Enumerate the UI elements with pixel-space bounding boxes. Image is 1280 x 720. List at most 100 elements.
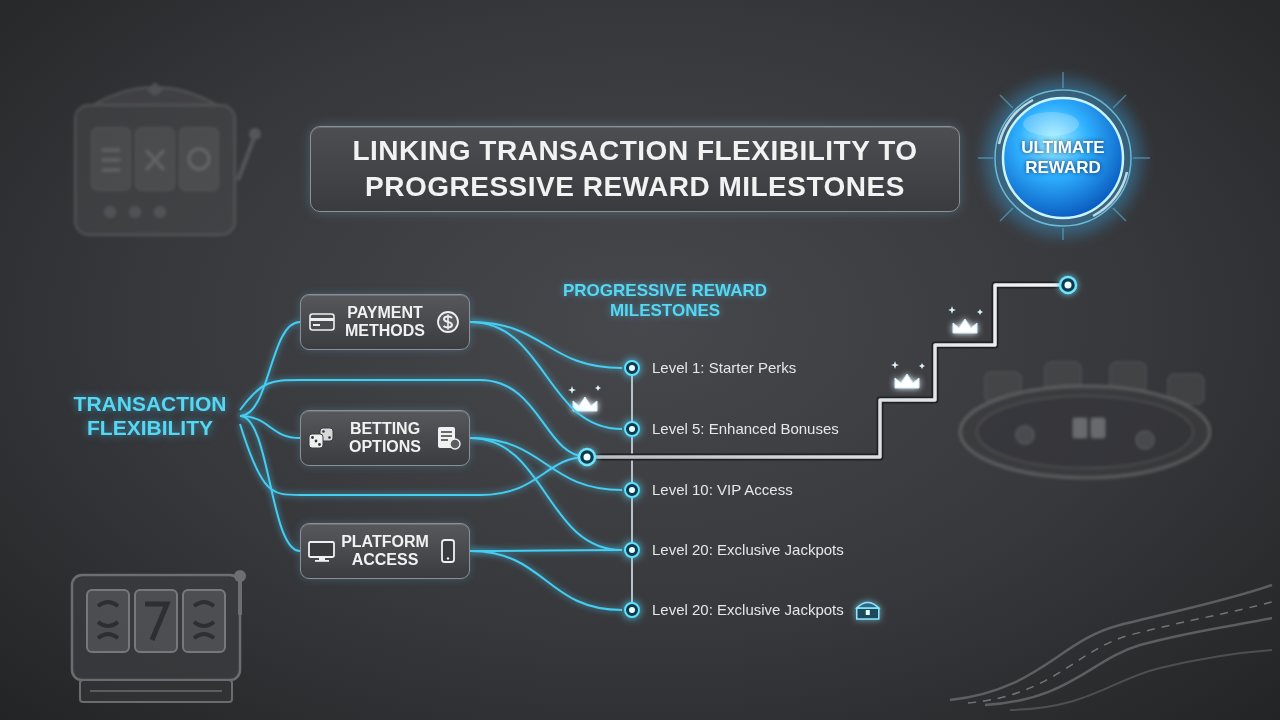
- flow-connector: [240, 322, 300, 416]
- decor-rect: [319, 557, 325, 560]
- decor-rect: [87, 590, 129, 652]
- orb-ring: [995, 90, 1131, 226]
- orb-halo: [985, 80, 1141, 236]
- dot-ring: [625, 361, 639, 375]
- node-text: Level 10: VIP Access: [652, 481, 793, 499]
- goal-circle: ULTIMATE REWARD: [1001, 96, 1125, 220]
- dot-core: [629, 487, 635, 493]
- decor-rect: [1073, 418, 1087, 438]
- decor-path: [857, 608, 879, 619]
- decor-rect: [310, 318, 334, 321]
- milestone-dot: [622, 480, 642, 500]
- decor-circle: [234, 570, 246, 582]
- decor-circle: [322, 430, 325, 433]
- flow-connector: [240, 416, 300, 551]
- decor-line: [447, 315, 449, 330]
- dot-core: [629, 547, 635, 553]
- node-text: ULTIMATE REWARD: [1011, 138, 1115, 177]
- decor-line: [238, 580, 242, 615]
- decor-g: [240, 322, 622, 610]
- decor-line: [441, 435, 452, 437]
- milestone-item: Level 10: VIP Access: [622, 479, 793, 501]
- decor-rect: [442, 540, 454, 562]
- decor-path: [146, 150, 164, 170]
- decor-rect: [75, 105, 235, 235]
- orb-body: [1003, 98, 1123, 218]
- milestone-item: Level 1: Starter Perks: [622, 357, 796, 379]
- decor-path: [568, 386, 576, 394]
- decor-ellipse: [977, 396, 1193, 468]
- dot-ring: [625, 483, 639, 497]
- decor-rect: [80, 680, 232, 702]
- flow-connector: [470, 322, 622, 368]
- decor-path: [857, 603, 879, 609]
- decor-path: [968, 602, 1272, 703]
- decor-path: [145, 604, 167, 640]
- node-text: PAYMENT METHODS: [337, 304, 433, 339]
- decor-ellipse: [960, 386, 1210, 478]
- node-text: PLATFORM ACCESS: [337, 533, 433, 568]
- treasure-chest: [857, 603, 879, 620]
- decor-path: [98, 602, 118, 638]
- decor-rect: [72, 575, 240, 680]
- decor-circle: [1136, 431, 1154, 449]
- decor-circle: [438, 312, 458, 332]
- decor-rect: [180, 128, 218, 190]
- decor-path: [985, 618, 1272, 705]
- node-text: Level 20: Exclusive Jackpots: [652, 541, 844, 559]
- decor-rect: [309, 542, 334, 557]
- flow-connector: [470, 551, 622, 610]
- decor-path: [953, 319, 977, 333]
- decor-circle: [1016, 426, 1034, 444]
- decor-rect: [92, 128, 130, 190]
- decor-path: [194, 602, 214, 638]
- decor-circle: [249, 128, 261, 140]
- decor-circle: [328, 436, 331, 439]
- decor-circle: [129, 206, 141, 218]
- flow-connector: [470, 438, 622, 490]
- decor-path: [595, 385, 601, 391]
- monitor-icon: [308, 539, 336, 563]
- phone-icon: [434, 539, 462, 563]
- node-text: Level 20: Exclusive Jackpots: [652, 601, 844, 619]
- node-text: BETTING OPTIONS: [337, 420, 433, 455]
- decor-circle: [311, 436, 314, 439]
- decor-circle: [318, 443, 321, 446]
- decor-circle: [104, 206, 116, 218]
- decor-path: [977, 309, 983, 315]
- dot-core: [629, 607, 635, 613]
- dot-ring: [625, 422, 639, 436]
- node-text: Level 5: Enhanced Bonuses: [652, 420, 839, 438]
- decor-circle: [579, 449, 595, 465]
- dot-core: [629, 426, 635, 432]
- title-banner: LINKING TRANSACTION FLEXIBILITY TO PROGR…: [310, 126, 960, 212]
- milestone-item: Level 20: Exclusive Jackpots: [622, 599, 844, 621]
- decor-rect: [136, 128, 174, 190]
- orb-highlight: [1023, 112, 1079, 136]
- decor-rect: [310, 314, 334, 330]
- hub-label: TRANSACTION FLEXIBILITY: [60, 388, 240, 444]
- flow-connector: [470, 438, 622, 550]
- decor-circle: [189, 149, 209, 169]
- decor-line: [441, 439, 448, 441]
- betslip-icon: [434, 426, 462, 450]
- junction-dot: [579, 449, 595, 465]
- decor-path: [895, 374, 919, 388]
- flow-connector: [470, 322, 622, 429]
- crown-icon: [573, 319, 977, 411]
- goal-dot: [1060, 277, 1076, 293]
- title-text: LINKING TRANSACTION FLEXIBILITY TO PROGR…: [352, 135, 917, 202]
- decor-line: [90, 690, 222, 692]
- milestone-item: Level 5: Enhanced Bonuses: [622, 418, 839, 440]
- milestone-item: Level 20: Exclusive Jackpots: [622, 539, 844, 561]
- dot-ring: [625, 603, 639, 617]
- card-icon: [308, 310, 336, 334]
- decor-rect: [866, 610, 870, 615]
- decor-path: [147, 82, 163, 96]
- decor-circle: [584, 454, 591, 461]
- decor-circle: [1065, 282, 1072, 289]
- decor-circle: [154, 206, 166, 218]
- decor-path: [102, 150, 120, 170]
